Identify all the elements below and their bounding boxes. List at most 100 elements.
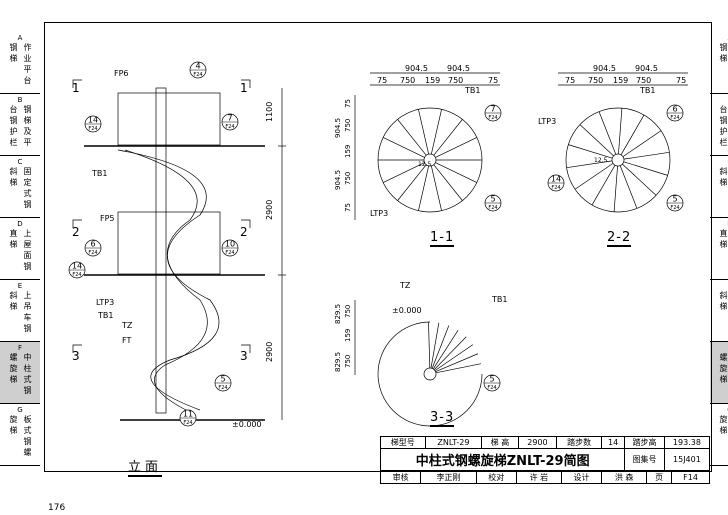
p3-side-dim-1: 750 bbox=[344, 305, 352, 318]
tread-line bbox=[435, 363, 482, 374]
sidebar-tab-text: 板式钢螺旋梯 bbox=[719, 415, 728, 437]
callout-sheet: F24 bbox=[551, 185, 560, 191]
p2-sub-dim-3: 750 bbox=[636, 76, 651, 85]
callout-number: 5 bbox=[672, 195, 677, 204]
height-value: 2900 bbox=[517, 436, 558, 449]
tread-line bbox=[430, 165, 442, 211]
tread-line bbox=[598, 111, 617, 155]
sidebar-tab-letter: C bbox=[17, 158, 23, 166]
tread-line bbox=[435, 162, 478, 183]
p3-side-dim-0: 829.5 bbox=[334, 304, 342, 324]
callout-sheet: F24 bbox=[488, 205, 497, 211]
callout-sheet: F24 bbox=[225, 124, 234, 130]
callout-sheet: F24 bbox=[72, 272, 81, 278]
review-label: 审核 bbox=[379, 471, 422, 484]
callout-sheet: F24 bbox=[670, 205, 679, 211]
model-value: ZNLT-29 bbox=[424, 436, 483, 449]
plan-3-3-arc bbox=[377, 321, 483, 427]
dim-2900-b: 2900 bbox=[265, 342, 274, 362]
p1-sub-dim-2: 159 bbox=[425, 76, 440, 85]
p1-top-dim-b: 904.5 bbox=[447, 64, 470, 73]
section-mark-2-left: 2 bbox=[72, 225, 80, 239]
callout-number: 14 bbox=[88, 116, 98, 125]
plan-1-1-title: 1-1 bbox=[430, 230, 455, 247]
checker: 许 岩 bbox=[515, 471, 562, 484]
tread-line bbox=[430, 109, 442, 155]
sidebar-tab-letter: B bbox=[17, 96, 23, 104]
p2-label-angle: 12.5 bbox=[594, 157, 608, 164]
callout-sheet: F24 bbox=[670, 115, 679, 121]
plan-2-2-column bbox=[611, 153, 625, 167]
label-ltp3: LTP3 bbox=[96, 298, 114, 307]
sidebar-tab-text: 上屋面钢直梯 bbox=[719, 229, 728, 251]
tread-line bbox=[435, 353, 479, 372]
label-tb1-b: TB1 bbox=[97, 311, 113, 320]
p3-label-tz: TZ bbox=[399, 281, 411, 290]
sidebar-tab-text: 作业平台钢梯 bbox=[719, 43, 728, 65]
sidebar-tab-text: 上吊车钢斜梯 bbox=[9, 291, 32, 335]
tread-line bbox=[430, 322, 440, 369]
plan-3-3-title: 3-3 bbox=[430, 410, 455, 427]
tread-line bbox=[579, 124, 614, 157]
sidebar-tab-letter: A bbox=[17, 34, 23, 42]
p3-label-level: ±0.000 bbox=[392, 306, 422, 315]
sidebar-tab-text: 固定式钢斜梯 bbox=[9, 167, 32, 211]
signature-row: 审核 李正刚 校对 许 岩 设计 洪 森 页 F14 bbox=[379, 471, 710, 484]
check-label: 校对 bbox=[475, 471, 517, 484]
tread-line bbox=[619, 165, 638, 209]
plan-2-2-outer-circle bbox=[565, 107, 671, 213]
atlas-label: 图集号 bbox=[624, 448, 665, 471]
sidebar-tab-text: 板式钢螺旋梯 bbox=[9, 415, 32, 459]
section-mark-3-right: 3 bbox=[240, 349, 248, 363]
p3-side-dim-4: 750 bbox=[344, 355, 352, 368]
callout-sheet: F24 bbox=[88, 126, 97, 132]
page-label: 页 bbox=[646, 471, 673, 484]
callout-number: 14 bbox=[72, 262, 82, 271]
callout-number: 11 bbox=[183, 410, 193, 419]
sidebar-tab-text: 钢梯及平台钢护栏 bbox=[719, 105, 728, 149]
section-mark-2-right: 2 bbox=[240, 225, 248, 239]
p2-top-dim-b: 904.5 bbox=[635, 64, 658, 73]
p3-label-tb1: TB1 bbox=[491, 295, 507, 304]
drawing-frame bbox=[44, 22, 712, 472]
label-fp5: FP5 bbox=[100, 214, 115, 223]
p1-side-dim-4: 904.5 bbox=[334, 170, 342, 190]
sidebar-tab-text: 钢梯及平台钢护栏 bbox=[9, 105, 32, 149]
tread-line bbox=[431, 325, 450, 369]
label-ft: FT bbox=[122, 336, 131, 345]
tread-line bbox=[613, 165, 618, 212]
p2-sub-dim-2: 159 bbox=[613, 76, 628, 85]
sidebar-tab-text: 固定式钢斜梯 bbox=[719, 167, 728, 189]
tread-line bbox=[433, 164, 463, 201]
p1-side-dim-5: 750 bbox=[344, 172, 352, 185]
p1-label-ltp3: LTP3 bbox=[370, 209, 388, 218]
rise-value: 193.38 bbox=[663, 436, 711, 449]
sidebar-tab-letter: F bbox=[17, 344, 23, 352]
sidebar-tab-text: 中柱式钢螺旋梯 bbox=[719, 353, 728, 386]
title-block: 梯型号 ZNLT-29 梯 高 2900 踏步数 14 踏步高 193.38 中… bbox=[379, 436, 711, 471]
p2-sub-dim-0: 75 bbox=[565, 76, 575, 85]
platform-mid bbox=[117, 211, 221, 275]
page-value: F14 bbox=[671, 471, 710, 484]
callout-number: 10 bbox=[225, 240, 235, 249]
callout-sheet: F24 bbox=[183, 420, 192, 426]
sidebar-tab-text: 上吊车钢斜梯 bbox=[719, 291, 728, 313]
reviewer: 李正刚 bbox=[420, 471, 477, 484]
p1-side-dim-1: 750 bbox=[344, 119, 352, 132]
p2-sub-dim-4: 75 bbox=[676, 76, 686, 85]
tread-line bbox=[397, 119, 427, 156]
